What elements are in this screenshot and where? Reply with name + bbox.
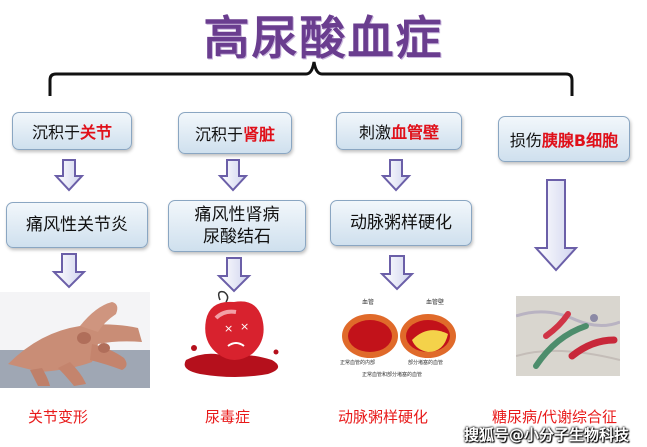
caption-uremia: 尿毒症 (205, 408, 251, 426)
svg-text:×: × (240, 320, 249, 333)
pancreatic-cell-image (516, 296, 620, 376)
artery-cross-section-image: 血管 血管壁 正常血管的内部 部分堵塞的血管 正常血管和部分堵塞的血管 (336, 294, 466, 380)
cause-prefix: 损伤 (509, 131, 542, 150)
damaged-kidney-image: × × (184, 290, 279, 377)
caption-joint-deformity: 关节变形 (28, 408, 89, 426)
artery-label: 正常血管的内部 (340, 359, 375, 366)
cause-prefix: 沉积于 (31, 123, 80, 142)
artery-label: 血管壁 (426, 298, 444, 306)
disease-box-atherosclerosis: 动脉粥样硬化 (330, 200, 472, 246)
cause-prefix: 刺激 (358, 123, 391, 142)
cause-box-kidney: 沉积于肾脏 (178, 112, 292, 154)
arrow-down-5 (216, 257, 252, 293)
cause-box-joint: 沉积于关节 (12, 112, 132, 150)
artery-label: 血管 (362, 298, 374, 306)
arrow-down-long (533, 179, 579, 272)
arrow-down-2 (217, 159, 249, 192)
disease-line: 痛风性肾病 (194, 205, 280, 225)
caption-diabetes-metabolic: 糖尿病/代谢综合征 (492, 408, 618, 426)
arrow-down-4 (51, 253, 87, 289)
artery-label: 正常血管和部分堵塞的血管 (362, 371, 422, 378)
brace-line (48, 61, 574, 96)
arrow-down-3 (380, 159, 412, 192)
cause-prefix: 沉积于 (194, 125, 243, 144)
arrow-down-6 (379, 255, 415, 291)
deformed-joint-image (0, 292, 150, 388)
cause-highlight: 血管壁 (391, 123, 440, 142)
cause-highlight: 肾脏 (243, 125, 276, 144)
cause-highlight: 胰腺B细胞 (541, 131, 619, 150)
caption-atherosclerosis: 动脉粥样硬化 (338, 408, 429, 426)
watermark: 搜狐号@小分子生物科技 (464, 426, 630, 444)
disease-line: 尿酸结石 (203, 227, 271, 247)
svg-text:×: × (224, 322, 233, 335)
disease-box-gout-arthritis: 痛风性关节炎 (6, 202, 148, 248)
page-title: 高尿酸血症 (203, 11, 444, 65)
disease-line: 动脉粥样硬化 (350, 213, 452, 233)
disease-box-gout-nephropathy: 痛风性肾病 尿酸结石 (168, 200, 306, 252)
cause-highlight: 关节 (80, 123, 113, 142)
disease-line: 痛风性关节炎 (26, 215, 128, 235)
artery-label: 部分堵塞的血管 (408, 359, 443, 366)
cause-box-pancreas: 损伤胰腺B细胞 (498, 116, 630, 162)
cause-box-vessel: 刺激血管壁 (336, 112, 462, 150)
arrow-down-1 (53, 159, 85, 192)
